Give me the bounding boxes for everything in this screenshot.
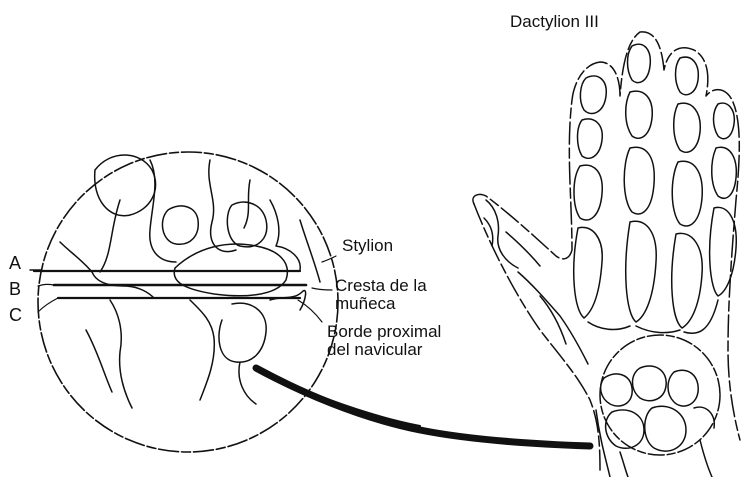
- label-borde-line1: Borde proximal: [327, 323, 441, 341]
- magnified-bone-contours: [60, 155, 320, 408]
- label-line-c: C: [9, 306, 22, 324]
- label-cresta-line1: Cresta de la: [335, 277, 427, 295]
- label-dactylion-iii: Dactylion III: [510, 13, 599, 31]
- wrist-region-circle: [600, 335, 720, 455]
- leader-borde: [298, 300, 322, 322]
- magnifier-circle: [38, 152, 338, 452]
- magnifier-connector: [256, 368, 590, 446]
- leader-stylion: [322, 256, 336, 262]
- label-borde-line2: del navicular: [327, 341, 422, 359]
- magnified-wrist-view: [30, 152, 338, 452]
- leader-c: [38, 298, 58, 312]
- label-cresta-line2: muñeca: [335, 295, 395, 313]
- label-line-a: A: [9, 254, 21, 272]
- leader-cresta: [312, 288, 332, 290]
- leader-b: [38, 284, 54, 286]
- label-line-b: B: [9, 280, 21, 298]
- hand-outline: [473, 32, 740, 477]
- label-stylion: Stylion: [342, 237, 393, 255]
